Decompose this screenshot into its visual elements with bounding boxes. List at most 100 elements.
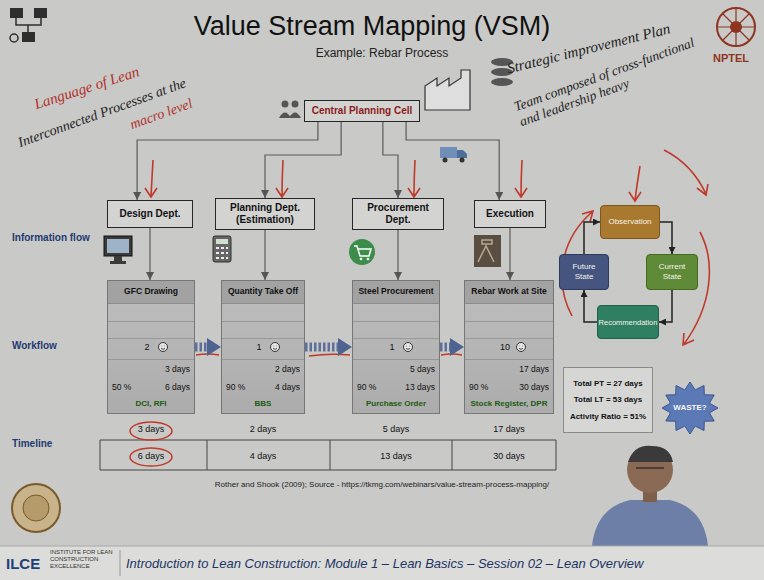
calculator-display: [216, 239, 228, 244]
summary-box-text: Activity Ratio = 51%: [570, 412, 646, 422]
uptime: 90 %: [469, 382, 488, 392]
computer-stand: [110, 256, 126, 264]
process-box: GFC Drawing23 days50 %6 daysDCI, RFI: [107, 280, 195, 414]
operator-face: [161, 346, 165, 349]
operator-icon: [515, 341, 527, 353]
tower-icon: [491, 78, 513, 86]
department-box: Design Dept.: [107, 200, 193, 228]
department-box: Procurement Dept.: [352, 198, 444, 230]
presenter-hair: [628, 446, 673, 462]
operator-icon: [157, 341, 169, 353]
nptel-spokes: [718, 9, 754, 45]
people-icon: [292, 101, 299, 108]
department-box: Planning Dept. (Estimation): [215, 198, 315, 230]
timeline-value: 13 days: [356, 451, 436, 462]
factory-icon: [425, 70, 470, 110]
footer-band: [0, 546, 764, 580]
lead-time: 13 days: [405, 382, 435, 392]
department-box-text: Planning Dept. (Estimation): [220, 202, 310, 226]
process-title: Rebar Work at Site: [467, 286, 551, 296]
push-arrow: [195, 343, 211, 352]
row-label: Timeline: [12, 438, 52, 450]
info-connector: [509, 228, 510, 280]
timeline-value: 4 days: [223, 451, 303, 462]
operator-icon: [402, 341, 414, 353]
hand-arrow: [629, 166, 641, 201]
nptel-wheel: [717, 8, 755, 46]
operator-face: [406, 346, 410, 349]
lead-time: 30 days: [519, 382, 549, 392]
summary-box: Total PT = 27 daysTotal LT = 53 daysActi…: [563, 367, 653, 433]
timeline-value: 3 days: [111, 424, 191, 435]
info-connector: [383, 122, 398, 198]
timeline-value: 30 days: [469, 451, 549, 462]
logo-text: ILCE: [6, 555, 40, 573]
truck-icon: [457, 150, 467, 158]
operator-icon: [269, 341, 281, 353]
footer-divider: [120, 550, 121, 576]
info-connector: [264, 230, 265, 280]
operator-count: 1: [353, 342, 431, 353]
push-arrow: [305, 343, 342, 352]
process-data: Stock Register, DPR: [467, 399, 551, 409]
timeline-value: 17 days: [469, 424, 549, 435]
department-box-text: Procurement Dept.: [357, 202, 439, 226]
info-connector: [137, 122, 318, 200]
cycle-arrow: [659, 290, 672, 322]
people-icon: [282, 101, 289, 108]
uptime: 50 %: [112, 382, 131, 392]
university-logo: [12, 484, 60, 532]
department-box-text: Execution: [486, 208, 534, 220]
timeline-value: 2 days: [223, 424, 303, 435]
footer-text: Introduction to Lean Construction: Modul…: [126, 556, 643, 572]
uptime: 90 %: [226, 382, 245, 392]
department-box: Execution: [474, 200, 546, 228]
info-connector: [397, 230, 398, 280]
cycle-time: 17 days: [519, 364, 549, 374]
planning-cell-box: Central Planning Cell: [304, 100, 420, 122]
cart-icon: [349, 239, 375, 265]
hand-arrow: [664, 150, 708, 195]
logo-block: [10, 8, 23, 18]
computer-screen: [107, 239, 129, 253]
cycle-time: 2 days: [275, 364, 300, 374]
logo-lens: [10, 34, 18, 42]
process-data: BBS: [224, 399, 302, 409]
operator-count: 1: [222, 342, 296, 353]
cycle-step: Future State: [559, 254, 609, 290]
push-arrow: [440, 343, 454, 352]
lead-time: 4 days: [275, 382, 300, 392]
process-box: Quantity Take Off 1 2 days 90 % 4 daysBBS: [221, 280, 305, 414]
summary-box-text: Total PT = 27 days: [573, 379, 642, 389]
waste-star-text: WASTE?: [673, 403, 706, 413]
timeline-ladder: [100, 440, 556, 470]
footer-rule: [0, 546, 764, 547]
process-box: Rebar Work at Site 10 17 days 90 % 30 daysSt…: [464, 280, 554, 414]
cycle-step: Current State: [646, 254, 698, 290]
cycle-step-text: Recommendation: [599, 318, 658, 327]
process-title: GFC Drawing: [110, 286, 192, 296]
timeline-value: 5 days: [356, 424, 436, 435]
info-connector: [406, 122, 499, 200]
hand-arrow: [145, 160, 157, 197]
cycle-arrow: [660, 222, 672, 254]
info-connector: [265, 122, 341, 198]
star-outline: [662, 382, 718, 434]
presenter-glasses: [636, 467, 664, 468]
source-citation: Rother and Shook (2009); Source - https:…: [132, 480, 632, 490]
logo-text: NPTEL: [713, 52, 749, 65]
cycle-step-text: Future State: [564, 262, 604, 281]
cycle-time: 3 days: [165, 364, 190, 374]
people-icon: [279, 113, 301, 119]
cycle-time: 5 days: [410, 364, 435, 374]
cycle-step-text: Observation: [608, 217, 651, 227]
calculator-keys: [216, 248, 228, 258]
timeline-value: 6 days: [111, 451, 191, 462]
process-title: Quantity Take Off: [224, 286, 302, 296]
cycle-step-text: Current State: [651, 262, 693, 281]
operator-count: 10: [465, 342, 545, 353]
truck-icon: [440, 147, 457, 158]
cart-icon: [354, 246, 371, 256]
operator-face: [271, 343, 280, 352]
worker-photo: [478, 240, 494, 262]
